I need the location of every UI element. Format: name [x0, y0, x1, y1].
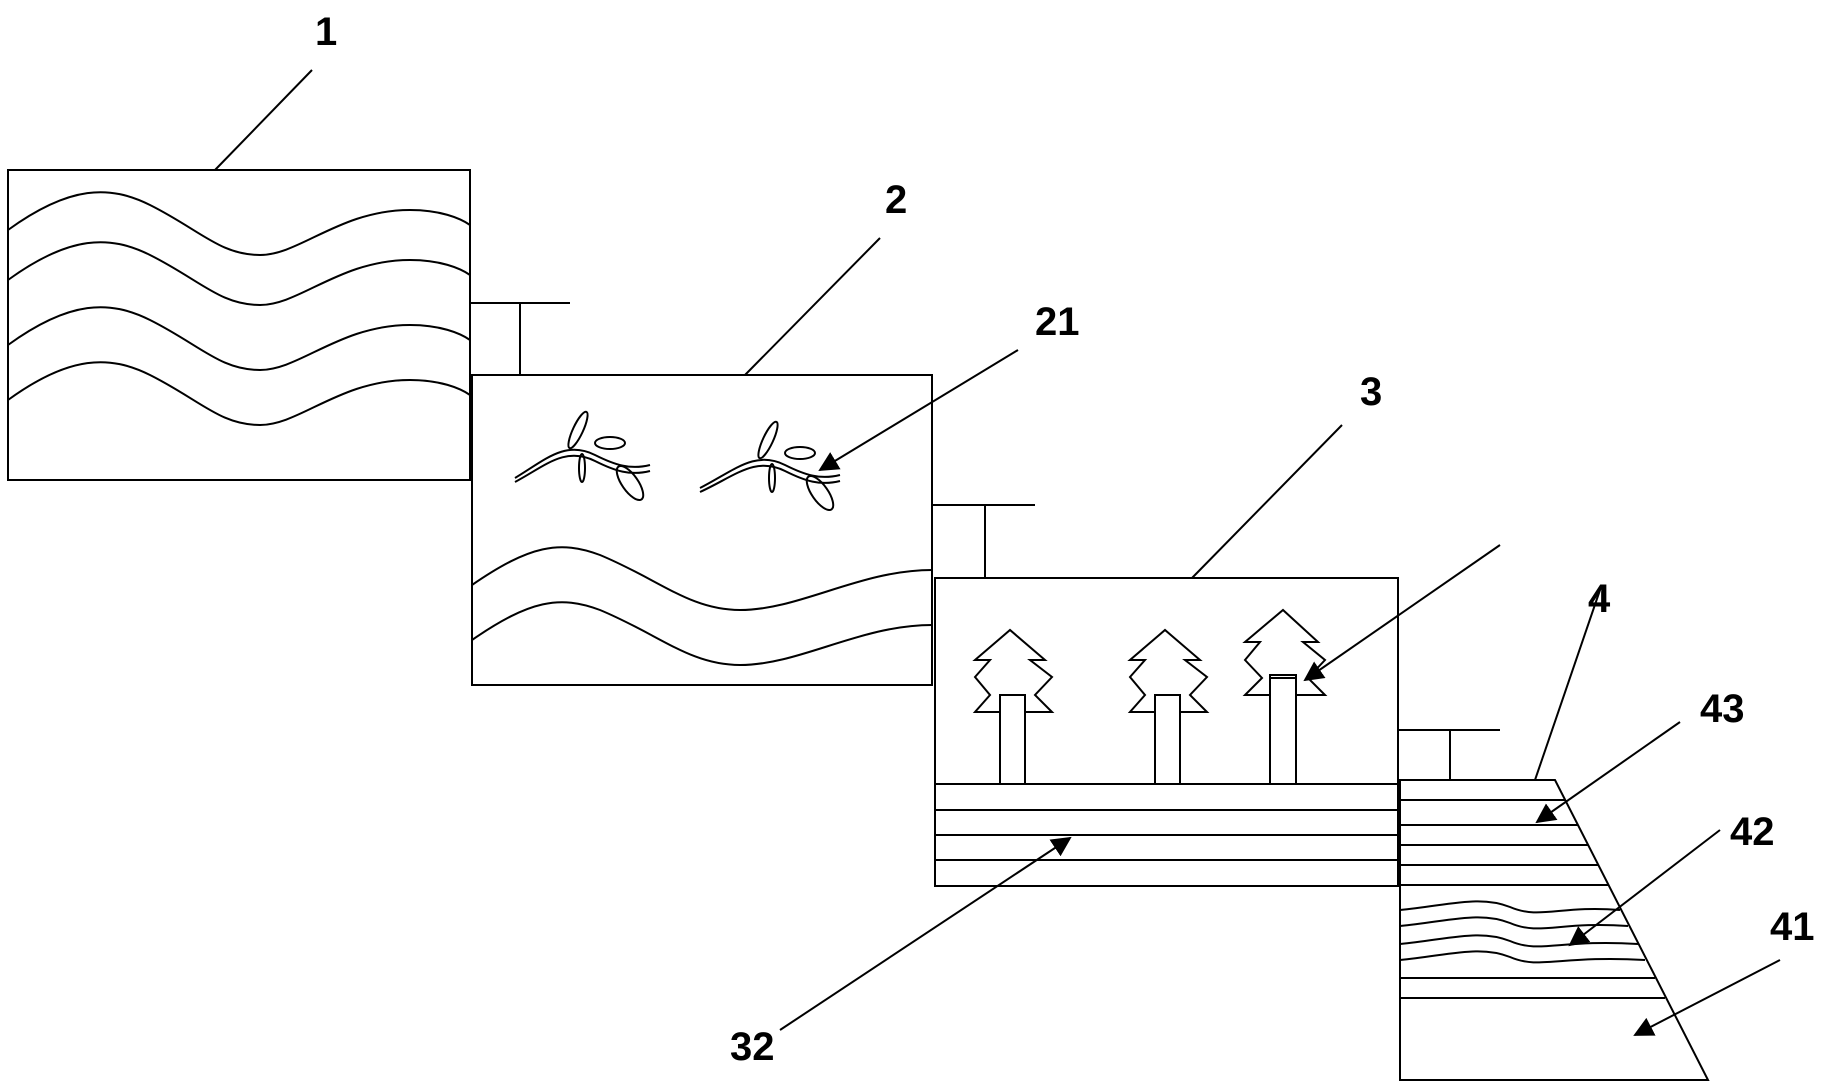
- block-4: [1399, 779, 1710, 1081]
- label-21: 21: [1035, 300, 1080, 344]
- label-42: 42: [1730, 810, 1775, 854]
- tree-icon: [1127, 628, 1210, 785]
- label-41: 41: [1770, 905, 1815, 949]
- tree-icon: [972, 628, 1055, 785]
- label-2: 2: [885, 178, 907, 222]
- connector-1-2: [470, 302, 570, 375]
- vine-icon: [514, 410, 651, 502]
- block-2: [471, 374, 933, 686]
- label-4: 4: [1588, 577, 1611, 621]
- connector-2-3: [932, 504, 1035, 578]
- label-32: 32: [730, 1025, 775, 1069]
- label-1: 1: [315, 10, 337, 54]
- block-3: [934, 577, 1399, 887]
- connector-3-4: [1398, 729, 1500, 780]
- leader-lines: [214, 69, 1781, 1036]
- tree-icon: [1242, 608, 1328, 785]
- vine-icon: [699, 420, 841, 512]
- label-3: 3: [1360, 370, 1382, 414]
- label-43: 43: [1700, 687, 1745, 731]
- block-1: [7, 169, 471, 481]
